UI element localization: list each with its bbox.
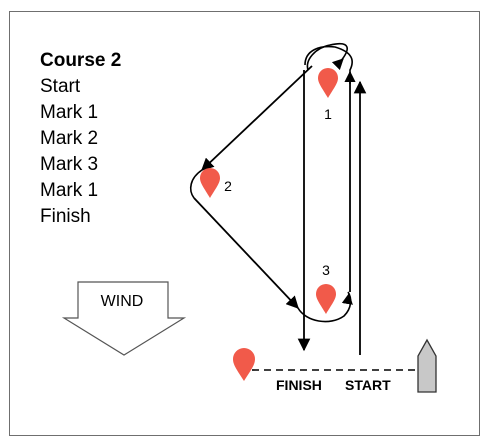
mark-2-label: 2	[224, 178, 232, 194]
buoy-marker-icon	[233, 348, 255, 381]
course-step: Mark 1	[40, 102, 99, 123]
mark-3-label: 3	[322, 262, 330, 278]
mark-1-rounding	[304, 43, 356, 84]
course-leg-mark-2-to-mark-3	[193, 197, 299, 309]
start-label: START	[345, 377, 391, 393]
buoy-marker-icon	[318, 67, 339, 98]
course-leg-mark-1-to-mark-2	[201, 65, 313, 171]
mark-1-label: 1	[324, 106, 332, 122]
wind-label: WIND	[101, 293, 144, 310]
course-title: Course 2	[40, 50, 122, 71]
course-step: Start	[40, 76, 81, 97]
course-step: Mark 2	[40, 128, 99, 149]
finish-label: FINISH	[276, 377, 322, 393]
buoy-marker-icon	[316, 284, 336, 314]
course-step: Mark 1	[40, 180, 99, 201]
buoy-marker-icon	[200, 168, 220, 198]
mark-1: 1	[318, 67, 339, 122]
mark-2: 2	[200, 168, 232, 198]
diagram-frame	[9, 11, 480, 436]
mark-3: 3	[316, 262, 336, 314]
committee-boat-icon	[417, 338, 437, 393]
mark-2-rounding	[189, 169, 203, 199]
course-step: Finish	[40, 206, 91, 227]
course-list: Course 2 Start Mark 1 Mark 2 Mark 3 Mark…	[40, 48, 121, 230]
course-step: Mark 3	[40, 154, 99, 175]
wind-arrow-icon: WIND	[61, 281, 187, 356]
